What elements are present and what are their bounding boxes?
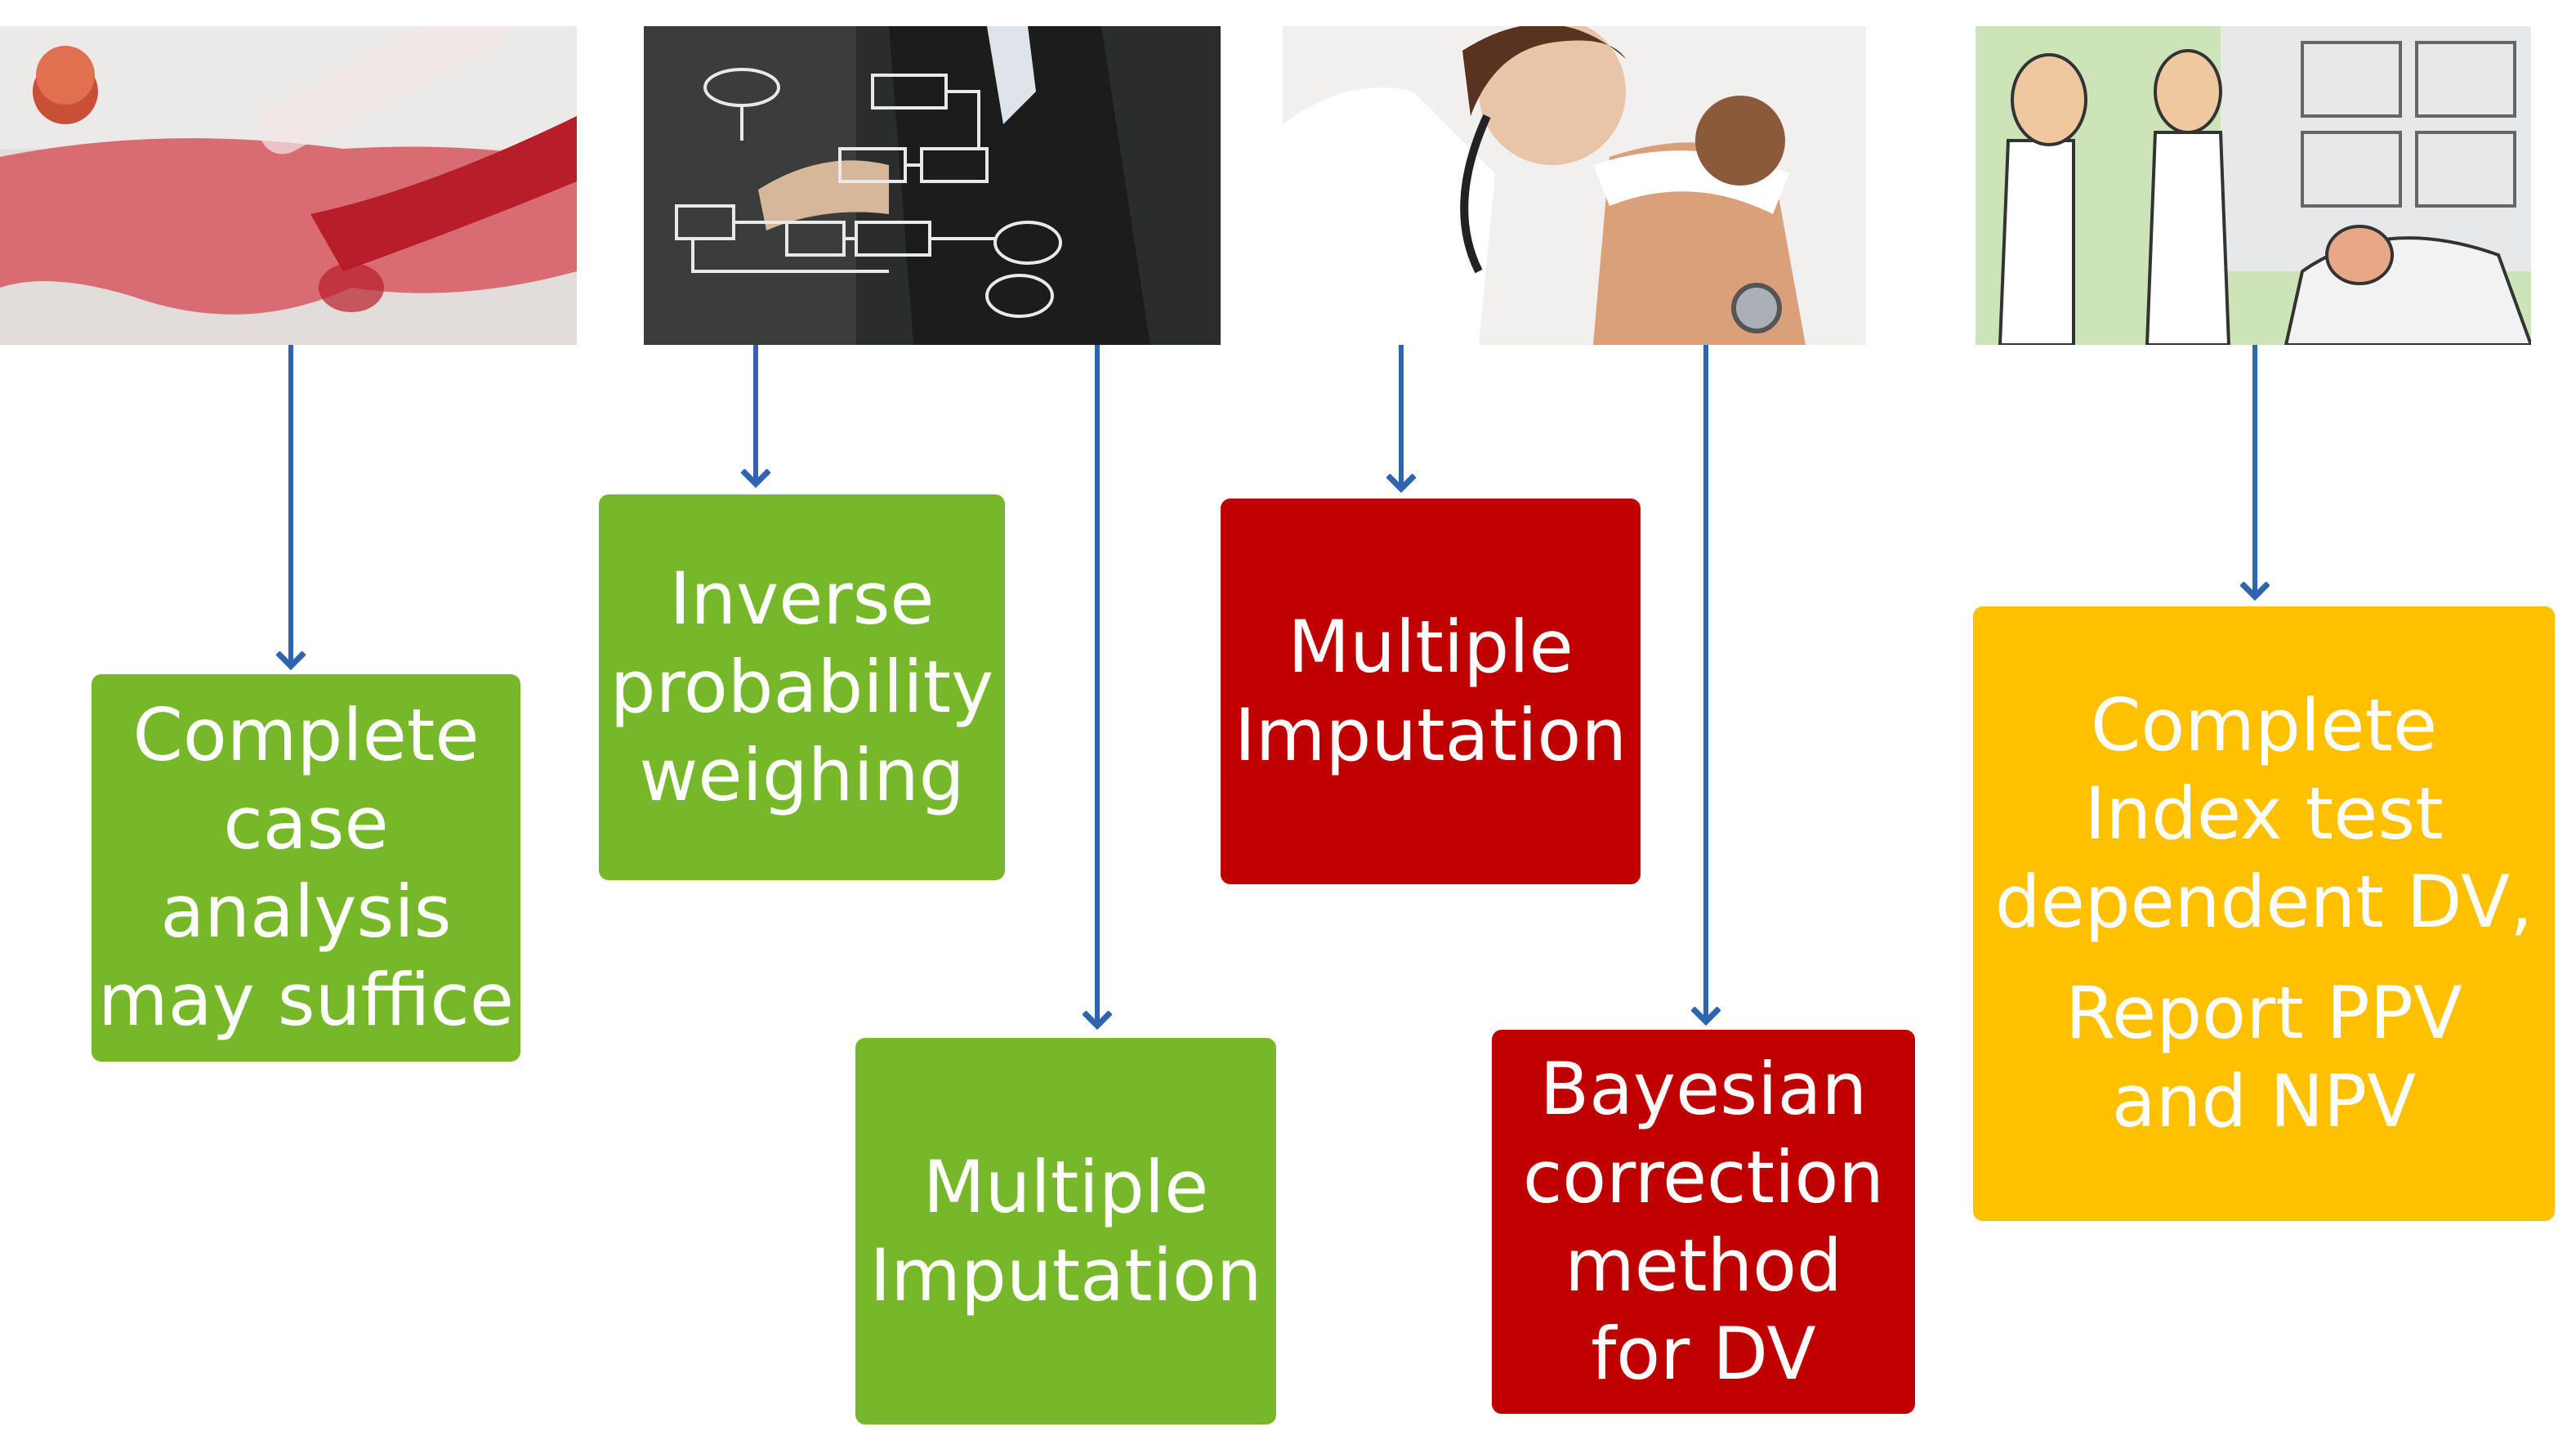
box-line: case (223, 781, 389, 865)
box-line: Index test (2084, 771, 2444, 856)
inverse-probability-weighing-box: Inverse probability weighing (599, 494, 1005, 880)
blood-sample-photo (0, 26, 577, 345)
box-line: Multiple (922, 1144, 1209, 1229)
flowchart-icon (644, 26, 1221, 345)
complete-case-analysis-box: Complete case analysis may suffice (92, 674, 520, 1062)
box-line: and NPV (2111, 1059, 2417, 1143)
box-line: Multiple (1288, 605, 1574, 689)
box-line: Complete (2090, 683, 2438, 767)
doctor-examination-photo (1283, 26, 1866, 345)
multiple-imputation-red-box: Multiple Imputation (1221, 499, 1641, 884)
box-line: Bayesian (1539, 1047, 1868, 1131)
flowchart-photo (644, 26, 1221, 345)
bayesian-correction-box: Bayesian correction method for DV (1492, 1030, 1915, 1414)
box-line: weighing (639, 733, 965, 817)
box-line: for DV (1591, 1312, 1816, 1396)
complete-index-test-box: Complete Index test dependent DV, Report… (1973, 606, 2555, 1221)
box-line: Complete (132, 693, 480, 777)
box-line: correction (1522, 1135, 1885, 1219)
stethoscope-icon (1283, 26, 1866, 345)
box-line: analysis (160, 870, 452, 954)
box-line: Imputation (1234, 693, 1627, 777)
multiple-imputation-green-box: Multiple Imputation (855, 1038, 1276, 1424)
box-line: Inverse (669, 557, 935, 641)
cartoon-doctors-photo (1976, 26, 2531, 345)
cartoon-clinic-icon (1976, 26, 2531, 345)
box-line: dependent DV, (1994, 860, 2534, 944)
box-line: Report PPV (2065, 971, 2463, 1055)
box-line: Imputation (869, 1232, 1262, 1317)
box-line: method (1565, 1223, 1842, 1308)
box-line: may suffice (98, 958, 514, 1042)
blood-tube-icon (0, 26, 577, 345)
box-line: probability (609, 645, 994, 729)
